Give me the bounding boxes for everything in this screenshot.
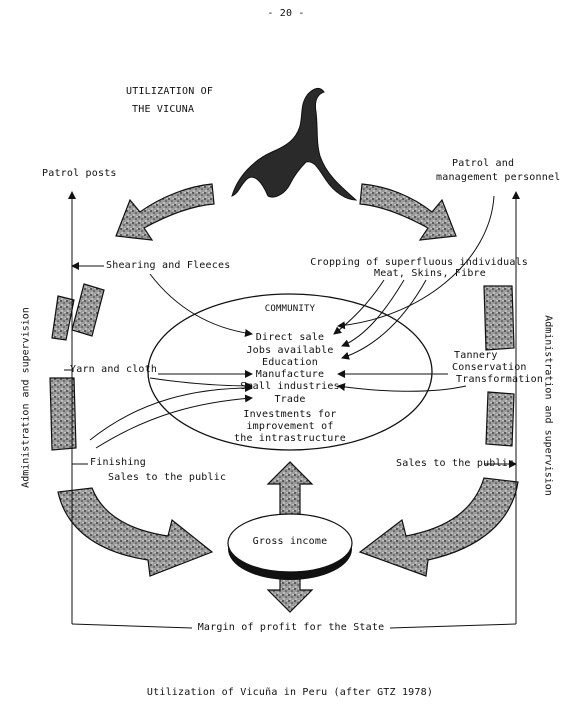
patrol-right-to-community (337, 195, 495, 330)
community-item-education: Education (262, 357, 318, 368)
label-patrol-management-1: Patrol and (452, 158, 515, 169)
cropping-to-education (341, 279, 427, 360)
cropping-to-direct-sale (333, 279, 385, 335)
community-investments-1: Investments for (243, 409, 337, 420)
label-gross-income: Gross income (252, 536, 328, 547)
shearing-to-community (149, 273, 253, 337)
tannery-to-small-industries (337, 383, 467, 392)
right-block-2 (485, 391, 515, 447)
label-patrol-posts: Patrol posts (42, 168, 117, 179)
label-patrol-management-2: management personnel (436, 172, 561, 183)
label-sales-left: Sales to the public (108, 472, 227, 483)
label-shearing: Shearing and Fleeces (106, 260, 231, 271)
label-admin-right: Administration and supervision (542, 315, 554, 496)
page-number: - 20 - (267, 8, 305, 19)
finishing-to-small-industries (89, 384, 253, 441)
community-investments-3: the intrastructure (234, 433, 346, 444)
left-block-3 (49, 377, 77, 451)
community-item-jobs: Jobs available (246, 345, 334, 356)
label-transformation: Transformation (456, 374, 544, 385)
label-admin-left: Administration and supervision (20, 307, 32, 488)
community-ellipse (147, 293, 433, 451)
margin-line-left (71, 623, 193, 629)
bottom-left-big-arrow (57, 487, 214, 577)
figure-caption: Utilization of Vicuña in Peru (after GTZ… (146, 687, 434, 698)
left-block-2 (51, 295, 75, 341)
community-item-trade: Trade (274, 394, 306, 405)
label-cropping-2: Meat, Skins, Fibre (374, 268, 486, 279)
community-item-manufacture: Manufacture (255, 369, 325, 380)
top-left-stipple-arrow (115, 183, 215, 241)
title-line-1: UTILIZATION OF (126, 86, 214, 97)
cropping-to-jobs (341, 279, 405, 347)
label-margin: Margin of profit for the State (197, 622, 385, 633)
community-investments-2: improvement of (246, 421, 334, 432)
label-cropping-1: Cropping of superfluous individuals (310, 257, 528, 268)
yarn-to-small-industries (149, 377, 253, 390)
title-line-2: THE VICUNA (132, 104, 195, 115)
margin-line-right (389, 623, 517, 629)
label-finishing: Finishing (90, 457, 146, 468)
community-item-direct-sale: Direct sale (255, 332, 325, 343)
bottom-right-big-arrow (358, 477, 519, 577)
up-arrow-to-community (266, 461, 314, 519)
gross-income-disc (227, 513, 353, 573)
left-block-1 (71, 283, 105, 337)
label-conservation: Conservation (452, 362, 527, 373)
finishing-to-trade (95, 394, 253, 449)
label-sales-right: Sales to the public (396, 458, 515, 469)
label-tannery: Tannery (454, 350, 498, 361)
vicuna-icon (231, 87, 358, 201)
community-item-small-industries: Small industries (240, 381, 340, 392)
top-right-stipple-arrow (359, 183, 457, 241)
community-title: COMMUNITY (264, 304, 316, 314)
right-block-1 (483, 285, 515, 351)
label-yarn-cloth: Yarn and cloth (70, 364, 158, 375)
